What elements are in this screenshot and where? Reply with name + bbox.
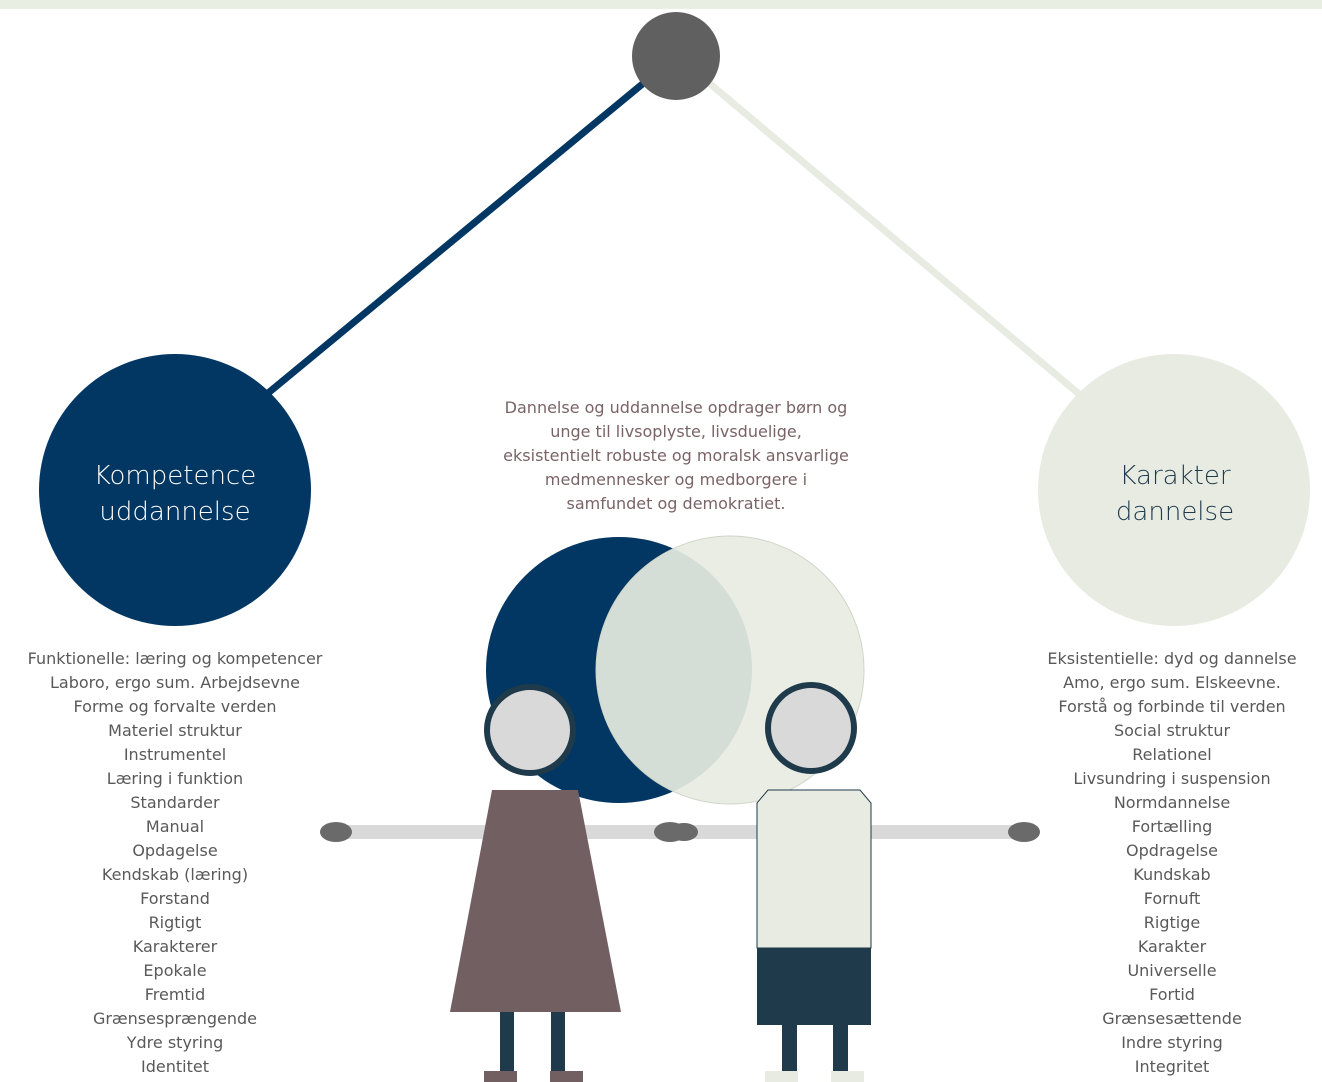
kompetence-list: Funktionelle: læring og kompetencer Labo…	[0, 647, 350, 1079]
list-item: Funktionelle: læring og kompetencer	[27, 649, 323, 668]
list-item: Laboro, ergo sum. Arbejdsevne	[49, 673, 300, 692]
list-item: Indre styring	[1121, 1033, 1223, 1052]
top-node	[632, 12, 720, 100]
list-item: Normdannelse	[1113, 793, 1231, 812]
list-item: Ydre styring	[126, 1033, 224, 1052]
list-item: Eksistentielle: dyd og dannelse	[1047, 649, 1297, 668]
list-item: Epokale	[143, 961, 207, 980]
list-item: Universelle	[1127, 961, 1217, 980]
list-item: Kendskab (læring)	[101, 865, 249, 884]
center-statement: Dannelse og uddannelse opdrager børn og …	[503, 398, 849, 513]
list-item: Livsundring i suspension	[1073, 769, 1271, 788]
girl-dress	[450, 790, 621, 1012]
list-item: Instrumentel	[123, 745, 227, 764]
list-item: Fortid	[1149, 985, 1195, 1004]
karakter-list: Eksistentielle: dyd og dannelse Amo, erg…	[1022, 647, 1322, 1079]
girl-head	[484, 684, 576, 776]
list-item: Forme og forvalte verden	[73, 697, 277, 716]
list-item: Kundskab	[1133, 865, 1211, 884]
girl-foot-left	[484, 1071, 517, 1082]
karakter-label-line2: dannelse	[1115, 497, 1235, 527]
list-item: Manual	[145, 817, 205, 836]
list-item: Standarder	[130, 793, 220, 812]
list-item: Materiel struktur	[108, 721, 242, 740]
list-item: Grænsesprængende	[92, 1009, 258, 1028]
boy-head	[765, 682, 857, 774]
karakter-label-line1: Karakter	[1119, 461, 1231, 491]
list-item: Amo, ergo sum. Elskeevne.	[1063, 673, 1281, 692]
hand-middle-right	[670, 823, 698, 841]
list-item: Relationel	[1132, 745, 1212, 764]
list-item: Karakterer	[132, 937, 218, 956]
list-item: Rigtigt	[148, 913, 202, 932]
list-item: Forstand	[140, 889, 210, 908]
list-item: Identitet	[141, 1057, 209, 1076]
girl-leg-right	[551, 1010, 565, 1072]
girl-leg-left	[500, 1010, 514, 1072]
boy-foot-left	[765, 1071, 798, 1082]
karakter-label: Karakter dannelse	[1040, 458, 1310, 530]
kompetence-label: Kompetence uddannelse	[40, 458, 310, 530]
list-item: Rigtige	[1143, 913, 1201, 932]
list-item: Fortælling	[1131, 817, 1213, 836]
hand-far-right	[1008, 822, 1040, 842]
list-item: Fremtid	[144, 985, 206, 1004]
list-item: Karakter	[1137, 937, 1207, 956]
list-item: Opdragelse	[1126, 841, 1218, 860]
boy-shorts	[757, 945, 871, 1025]
girl-foot-right	[550, 1071, 583, 1082]
top-band	[0, 0, 1322, 9]
list-item: Læring i funktion	[106, 769, 244, 788]
kompetence-circle	[39, 354, 311, 626]
list-item: Forstå og forbinde til verden	[1058, 697, 1286, 716]
karakter-circle	[1038, 354, 1310, 626]
kompetence-label-line1: Kompetence	[93, 461, 257, 491]
list-item: Grænsesættende	[1102, 1009, 1242, 1028]
list-item: Integritet	[1134, 1057, 1210, 1076]
boy-shirt	[756, 789, 872, 949]
boy-leg-left	[782, 1010, 797, 1072]
boy-leg-right	[833, 1010, 848, 1072]
hand-far-left	[320, 822, 352, 842]
kompetence-label-line2: uddannelse	[99, 497, 251, 527]
connector-line-left	[247, 64, 666, 411]
list-item: Opdagelse	[132, 841, 218, 860]
list-item: Fornuft	[1143, 889, 1201, 908]
list-item: Social struktur	[1113, 721, 1231, 740]
connector-line-right	[687, 64, 1113, 423]
boy-foot-right	[831, 1071, 864, 1082]
